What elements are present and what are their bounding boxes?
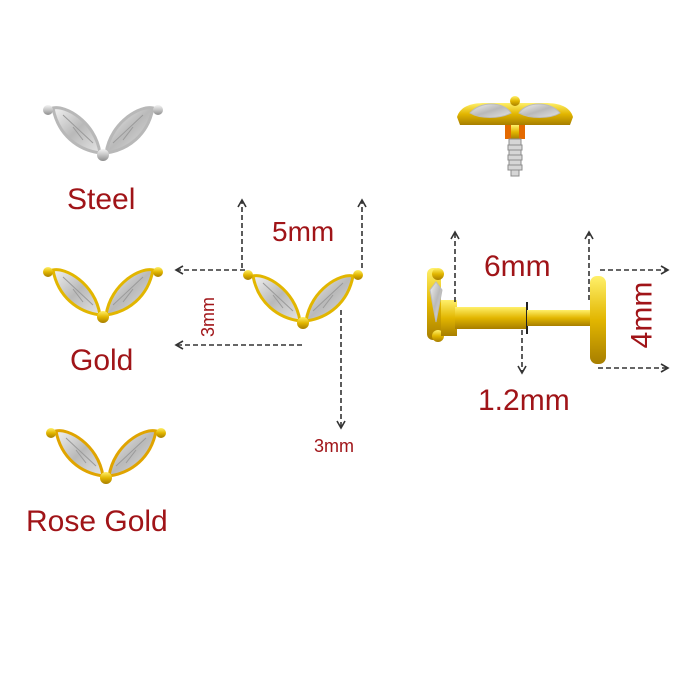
dimension-arrows-top — [174, 198, 367, 430]
dim-label-top-height: 3mm — [198, 297, 218, 337]
variant-label-steel: Steel — [67, 183, 136, 216]
dim-label-disc-diameter: 4mm — [625, 281, 659, 349]
steel-leaf-icon — [43, 105, 163, 161]
dim-label-post-gauge: 1.2mm — [478, 384, 570, 417]
variant-label-rose-gold: Rose Gold — [26, 505, 168, 538]
dimension-arrows-right — [450, 230, 670, 375]
dimension-leaf-icon — [243, 270, 363, 329]
dim-label-top-width: 5mm — [272, 216, 335, 247]
labret-top-icon — [457, 96, 573, 177]
rose-gold-leaf-icon — [46, 428, 166, 484]
labret-post-icon — [427, 268, 606, 364]
variant-label-gold: Gold — [70, 344, 134, 377]
dim-label-top-depth: 3mm — [314, 436, 354, 456]
gold-leaf-icon — [43, 267, 163, 323]
dim-label-post-length: 6mm — [484, 250, 551, 283]
